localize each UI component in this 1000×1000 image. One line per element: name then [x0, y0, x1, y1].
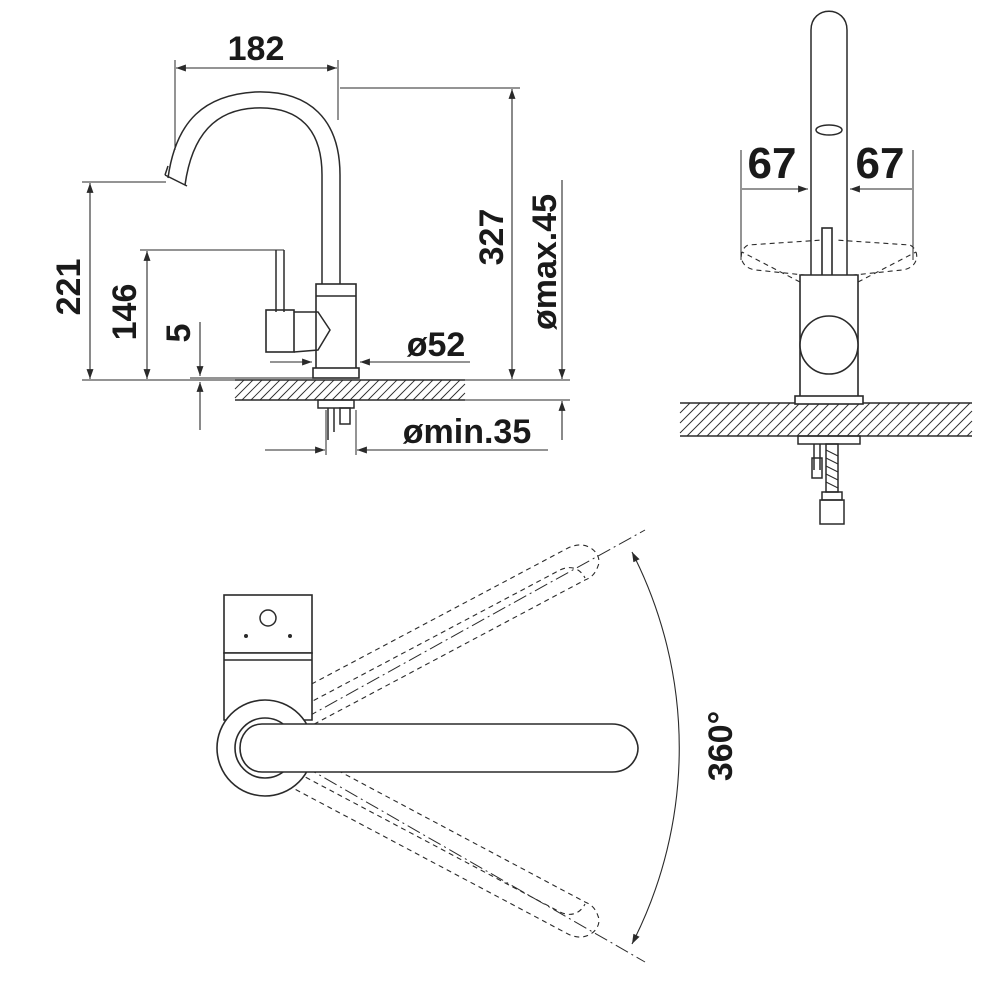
dimension-lever-height: 146 — [106, 249, 284, 379]
hatch-line — [322, 379, 344, 401]
hatch-line — [295, 379, 317, 401]
hatch-line — [286, 379, 308, 401]
hatch-line — [394, 379, 416, 401]
hatch-line — [826, 402, 861, 437]
hatch-line — [746, 402, 781, 437]
dimension-label-max-hole: ømax.45 — [526, 194, 564, 330]
hatch-line — [430, 379, 452, 401]
countertop-section-side — [234, 379, 466, 401]
hatch-line — [816, 402, 851, 437]
hatch-line — [906, 402, 941, 437]
hatch-line — [250, 379, 272, 401]
front-view: 67 67 — [679, 10, 973, 525]
hatch-line — [926, 402, 961, 437]
hatch-line — [241, 379, 263, 401]
hatch-line — [756, 402, 791, 437]
hatch-line — [313, 379, 335, 401]
hatch-line — [966, 430, 973, 437]
hatch-line — [846, 402, 881, 437]
spout-top — [239, 723, 639, 773]
hatch-line — [856, 402, 891, 437]
hatch-line — [234, 379, 254, 399]
hatch-line — [696, 402, 731, 437]
hatch-line — [448, 383, 466, 401]
spout-swing-positions — [239, 529, 646, 963]
dimension-total-height: 327 — [340, 87, 520, 379]
hatch-line — [886, 402, 921, 437]
hatch-line — [340, 379, 362, 401]
hatch-line — [268, 379, 290, 401]
faucet-front-profile — [740, 10, 918, 525]
dimension-base-diameter: ø52 — [270, 326, 470, 366]
side-view: 182 221 146 5 327 — [50, 30, 570, 455]
hatch-line — [679, 402, 691, 414]
dimension-label-5: 5 — [160, 324, 198, 343]
dimension-label-221: 221 — [50, 259, 88, 316]
hatch-line — [946, 410, 973, 437]
hatch-line — [916, 402, 951, 437]
hatch-line — [679, 402, 701, 424]
dimension-lever-swing: 67 67 — [740, 139, 914, 260]
hatch-line — [836, 402, 871, 437]
dimension-label-67-left: 67 — [748, 139, 797, 188]
dimension-label-min-hole: ømin.35 — [403, 413, 531, 451]
hatch-line — [776, 402, 811, 437]
hatch-line — [686, 402, 721, 437]
hatch-line — [457, 392, 466, 401]
hatch-line — [806, 402, 841, 437]
hatch-line — [367, 379, 389, 401]
hatch-line — [786, 402, 821, 437]
dimension-label-327: 327 — [473, 209, 511, 266]
hatch-line — [376, 379, 398, 401]
dimension-base-height: 5 — [160, 322, 313, 430]
hatch-line — [679, 402, 711, 434]
hatch-line — [331, 379, 353, 401]
hatch-line — [234, 379, 245, 390]
dimension-min-hole: ømin.35 — [265, 410, 548, 455]
faucet-side-profile — [164, 91, 360, 440]
hatch-line — [403, 379, 425, 401]
dimension-spout-height: 221 — [50, 181, 235, 381]
hatch-line — [277, 379, 299, 401]
dimension-swivel-angle: 360° — [631, 551, 740, 945]
hatch-line — [385, 379, 407, 401]
hatch-line — [726, 402, 761, 437]
top-view: 360° — [216, 529, 740, 963]
hatch-line — [412, 379, 434, 401]
hatch-line — [956, 420, 973, 437]
hatch-line — [349, 379, 371, 401]
hatch-line — [936, 402, 971, 437]
hatch-line — [259, 379, 281, 401]
hatch-line — [766, 402, 801, 437]
dimension-label-182: 182 — [228, 30, 285, 68]
dimension-label-360: 360° — [702, 711, 740, 781]
hatch-line — [876, 402, 911, 437]
dimension-label-52: ø52 — [407, 326, 466, 364]
hatch-line — [866, 402, 901, 437]
dimension-max-hole: ømax.45 — [465, 180, 570, 440]
hatch-line — [358, 379, 380, 401]
hatch-line — [304, 379, 326, 401]
hatch-line — [421, 379, 443, 401]
hatch-line — [896, 402, 931, 437]
hatch-line — [736, 402, 771, 437]
hatch-line — [716, 402, 751, 437]
hatch-line — [796, 402, 831, 437]
countertop-section-front — [679, 402, 973, 437]
dimension-label-67-right: 67 — [856, 139, 905, 188]
dimension-spout-reach: 182 — [174, 30, 339, 150]
hatch-line — [706, 402, 741, 437]
hatch-line — [439, 379, 461, 401]
dimension-label-146: 146 — [106, 284, 144, 341]
